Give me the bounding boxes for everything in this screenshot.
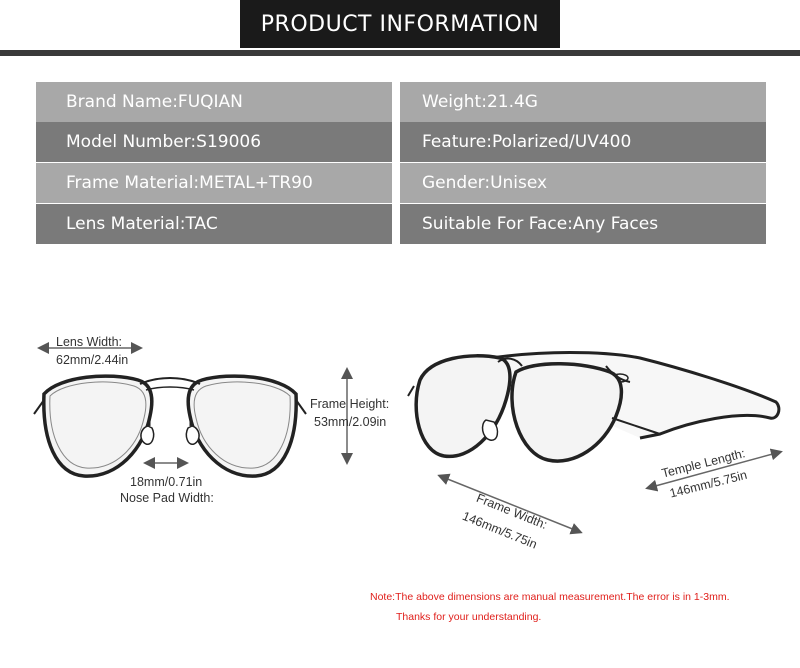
spec-weight: Weight:21.4G [400,82,766,122]
spec-gender: Gender:Unisex [400,163,766,203]
front-view-glasses [33,374,307,478]
dimension-diagram: Lens Width: 62mm/2.44in Frame Height: 53… [0,300,800,560]
header: PRODUCT INFORMATION [0,0,800,56]
note-line-2: Thanks for your understanding. [396,611,542,623]
nose-pad-value: 18mm/0.71in [130,475,203,489]
note-line-1: Note:The above dimensions are manual mea… [370,591,730,603]
frame-height-value: 53mm/2.09in [314,415,387,429]
spec-row-3: Frame Material:METAL+TR90 Gender:Unisex [36,163,766,203]
lens-width-value: 62mm/2.44in [56,353,129,367]
spec-frame-material: Frame Material:METAL+TR90 [36,163,392,203]
spec-lens-material: Lens Material:TAC [36,204,392,244]
spec-feature: Feature:Polarized/UV400 [400,122,766,162]
temple-length-arrow [645,448,783,492]
page-title: PRODUCT INFORMATION [240,0,560,48]
nose-pad-label: Nose Pad Width: [120,491,214,505]
spec-row-1: Brand Name:FUQIAN Weight:21.4G [36,82,766,122]
spec-model-number: Model Number:S19006 [36,122,392,162]
spec-row-2: Model Number:S19006 Feature:Polarized/UV… [36,122,766,162]
side-view-glasses [407,351,781,463]
frame-height-label: Frame Height: [310,397,390,411]
spec-table: Brand Name:FUQIAN Weight:21.4G Model Num… [36,82,766,244]
frame-width-arrow [437,473,583,535]
header-divider [0,50,800,56]
spec-row-4: Lens Material:TAC Suitable For Face:Any … [36,204,766,244]
spec-brand-name: Brand Name:FUQIAN [36,82,392,122]
spec-suitable-face: Suitable For Face:Any Faces [400,204,766,244]
lens-width-label: Lens Width: [56,335,123,349]
sunglasses-illustration [33,342,783,535]
